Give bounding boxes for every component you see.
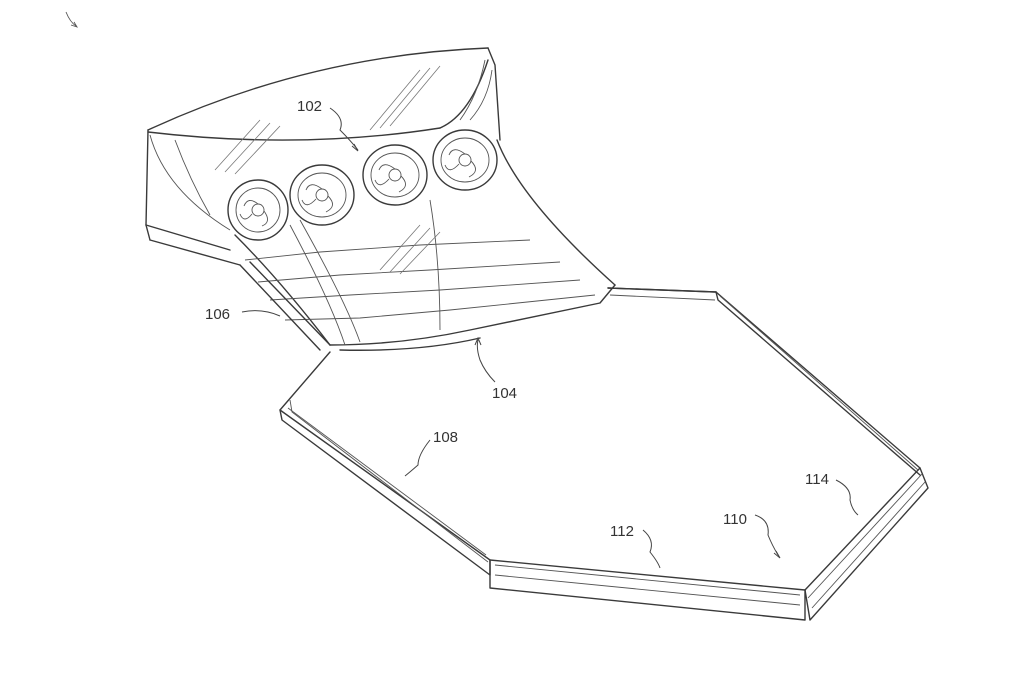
fan-3 <box>362 144 428 206</box>
ref-108: 108 <box>433 429 458 446</box>
ref-102: 102 <box>297 98 322 115</box>
side-wall-112 <box>489 559 806 621</box>
fan-array <box>227 129 498 241</box>
fan-4 <box>432 129 498 191</box>
fan-2 <box>289 164 355 226</box>
fan-1 <box>227 179 289 241</box>
platform <box>279 287 929 621</box>
ref-114: 114 <box>805 471 829 488</box>
blower-housing <box>145 47 501 266</box>
duct <box>234 139 616 351</box>
leader-lines <box>241 107 859 569</box>
corner-mark <box>65 11 79 28</box>
ref-112: 112 <box>610 523 634 540</box>
side-wall-114 <box>804 467 929 621</box>
ref-104: 104 <box>492 385 517 402</box>
ref-106: 106 <box>205 306 230 323</box>
side-wall-108 <box>279 399 491 576</box>
side-wall-back <box>607 287 921 476</box>
ref-110: 110 <box>723 511 747 528</box>
